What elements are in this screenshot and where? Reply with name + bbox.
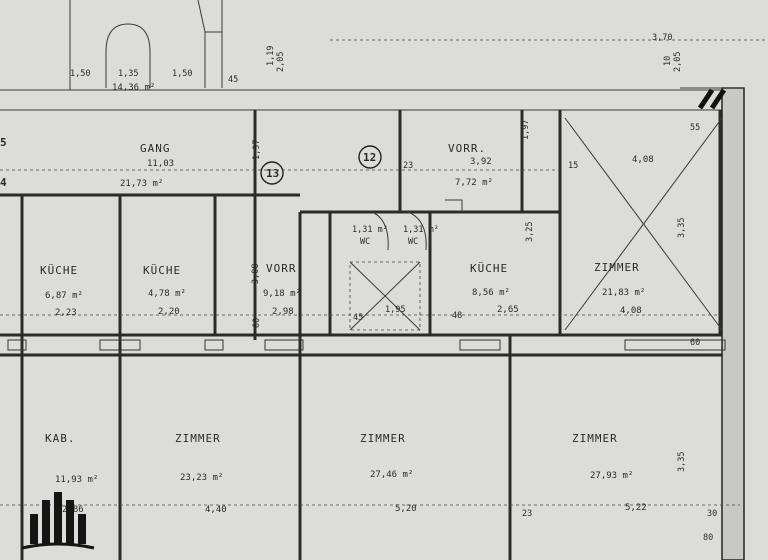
- dim-45: 45: [353, 313, 363, 323]
- dim-60b: 60: [690, 338, 700, 348]
- top-right-room-dim: 4,08: [632, 155, 654, 165]
- bath-width: 1,95: [385, 305, 405, 315]
- wc2-name: WC: [408, 237, 418, 247]
- dim-23a: 23: [403, 161, 413, 171]
- vorr-mid-name: VORR.: [266, 262, 304, 275]
- kueche1-area: 6,87 m²: [45, 291, 83, 301]
- window-markers: [7, 339, 726, 351]
- dim-wall-2: 2,05: [276, 52, 286, 72]
- stair-small-dim: 45: [228, 75, 238, 85]
- stair-dim-3: 1,50: [172, 69, 192, 79]
- kueche2-width: 2,20: [158, 307, 180, 317]
- kueche1-width: 2,23: [55, 308, 77, 318]
- dim-side-mid: 1,97: [521, 120, 531, 140]
- zimmer-right-width: 4,08: [620, 306, 642, 316]
- dim-top-right: 3,70: [652, 33, 672, 43]
- stair-dim-1: 1,50: [70, 69, 90, 79]
- doors: [371, 199, 463, 251]
- zimmer1-area: 23,23 m²: [180, 473, 223, 483]
- building-logo: [21, 492, 95, 550]
- vorr-top-dim: 3,92: [470, 157, 492, 167]
- kueche1-name: KÜCHE: [40, 264, 78, 277]
- vorr-top-area: 7,72 m²: [455, 178, 493, 188]
- unit-12-circle: [358, 145, 382, 169]
- stair-dim-2: 1,35: [118, 69, 138, 79]
- walls: [0, 89, 740, 560]
- dim-h-vorr: 3,08: [251, 264, 261, 284]
- left-edge-number-4: 4: [0, 176, 7, 189]
- vorr-top-name: VORR.: [448, 142, 486, 155]
- vorr-mid-width: 2,98: [272, 307, 294, 317]
- dim-wall-1: 1,19: [266, 46, 276, 66]
- zimmer-right-name: ZIMMER: [594, 261, 640, 274]
- unit-13-circle: [260, 161, 284, 185]
- shaft-crosses: [349, 117, 723, 331]
- dim-60: 60: [252, 318, 262, 328]
- zimmer-right-area: 21,83 m²: [602, 288, 645, 298]
- dim-h-zimmer: 3,35: [677, 218, 687, 238]
- zimmer2-name: ZIMMER: [360, 432, 406, 445]
- stair-area: 14,36 m²: [112, 83, 155, 93]
- kueche2-name: KÜCHE: [143, 264, 181, 277]
- kueche3-width: 2,65: [497, 305, 519, 315]
- zimmer2-width: 5,20: [395, 504, 417, 514]
- dim-h-kueche: 3,25: [525, 222, 535, 242]
- kueche2-area: 4,78 m²: [148, 289, 186, 299]
- zimmer3-name: ZIMMER: [572, 432, 618, 445]
- wc1-name: WC: [360, 237, 370, 247]
- vorr-mid-area: 9,18 m²: [263, 289, 301, 299]
- zimmer3-width: 5,22: [625, 503, 647, 513]
- dim-side-left: 1,97: [252, 140, 262, 160]
- kueche3-area: 8,56 m²: [472, 288, 510, 298]
- unit-number-12: 12: [363, 151, 376, 164]
- dim-15: 15: [568, 161, 578, 171]
- dim-55: 55: [690, 123, 700, 133]
- gang-dim: 11,03: [147, 159, 174, 169]
- dim-80: 80: [703, 533, 713, 543]
- unit-number-13: 13: [266, 167, 279, 180]
- zimmer1-width: 4,40: [205, 505, 227, 515]
- dim-48: 48: [452, 311, 462, 321]
- left-edge-number-5: 5: [0, 136, 7, 149]
- kab-name: KAB.: [45, 432, 76, 445]
- stair-arches: [48, 0, 223, 90]
- dim-wall-4: 2,05: [673, 52, 683, 72]
- dim-wall-3: 10: [663, 56, 673, 66]
- zimmer1-name: ZIMMER: [175, 432, 221, 445]
- zimmer3-area: 27,93 m²: [590, 471, 633, 481]
- wc2-area: 1,31 m²: [403, 225, 439, 235]
- dimension-lines: [0, 39, 768, 506]
- kab-area: 11,93 m²: [55, 475, 98, 485]
- dim-h-bottom-right: 3,35: [677, 452, 687, 472]
- dim-30: 30: [707, 509, 717, 519]
- gang-area: 21,73 m²: [120, 179, 163, 189]
- gang-name: GANG: [140, 142, 171, 155]
- kueche3-name: KÜCHE: [470, 262, 508, 275]
- zimmer2-area: 27,46 m²: [370, 470, 413, 480]
- wc1-area: 1,31 m²: [352, 225, 388, 235]
- dim-23b: 23: [522, 509, 532, 519]
- hatched-exterior-wall: [680, 87, 745, 560]
